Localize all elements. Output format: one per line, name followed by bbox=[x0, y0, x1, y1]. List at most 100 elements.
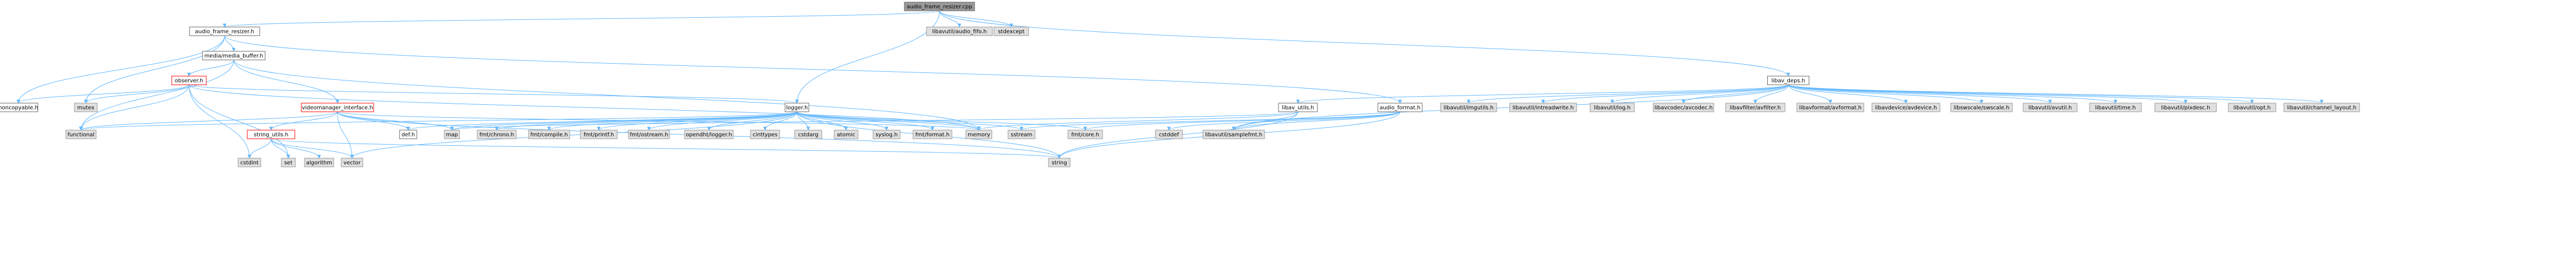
edge-string_utils-to-algorithm bbox=[271, 138, 321, 159]
node-box bbox=[904, 2, 975, 11]
edge-arrow bbox=[977, 111, 1299, 131]
edge-logger-to-vector bbox=[350, 111, 797, 159]
node-opt: libavutil/opt.h bbox=[2228, 103, 2276, 112]
edge-arrow bbox=[247, 138, 272, 159]
node-noncopyable[interactable]: noncopyable.h bbox=[0, 103, 38, 112]
edge-arrow bbox=[1232, 111, 1299, 131]
node-label: fmt/core.h bbox=[1071, 132, 1099, 138]
node-samplefmt: libavutil/samplefmt.h bbox=[1202, 130, 1265, 139]
edge-arrow bbox=[939, 10, 962, 28]
edge-arrow bbox=[224, 35, 1402, 104]
edge-libav_deps-to-avdevice bbox=[1788, 84, 1908, 104]
edge-string_utils-to-vector bbox=[271, 138, 354, 159]
node-vector: vector bbox=[341, 158, 363, 167]
edge-logger-to-map bbox=[450, 111, 797, 131]
edges-layer bbox=[16, 10, 2324, 159]
node-avutil: libavutil/avutil.h bbox=[2023, 103, 2078, 112]
node-box bbox=[1202, 130, 1265, 139]
node-label: cinttypes bbox=[753, 132, 777, 138]
node-label: algorithm bbox=[306, 160, 332, 166]
node-box bbox=[1950, 103, 2013, 112]
edge-arrow bbox=[1541, 84, 1789, 104]
edge-libav_utils-to-map bbox=[450, 111, 1299, 131]
edge-logger-to-cinttypes bbox=[763, 111, 797, 131]
node-label: libavutil/avutil.h bbox=[2029, 105, 2072, 111]
edge-arrow bbox=[647, 111, 797, 131]
edge-logger-to-opendht_logger bbox=[707, 111, 797, 131]
node-opendht-logger: opendht/logger.h bbox=[684, 130, 734, 139]
node-box bbox=[2154, 103, 2217, 112]
edge-observer-to-logger bbox=[188, 84, 799, 104]
edge-root-to-afr_h bbox=[223, 10, 940, 28]
edge-arrow bbox=[795, 10, 940, 104]
node-fmt-compile: fmt/compile.h bbox=[528, 130, 570, 139]
node-label: libavfilter/avfilter.h bbox=[1730, 105, 1781, 111]
edge-arrow bbox=[1788, 84, 1908, 104]
node-box bbox=[1653, 103, 1714, 112]
node-box bbox=[202, 51, 266, 60]
edge-logger-to-syslog bbox=[796, 111, 889, 131]
edge-arrow bbox=[1788, 84, 2324, 104]
node-label: cstdarg bbox=[798, 132, 818, 138]
edge-arrow bbox=[450, 111, 797, 131]
edge-libav_deps-to-imgutils bbox=[1466, 84, 1789, 104]
node-box bbox=[834, 130, 858, 139]
node-label: def.h bbox=[402, 132, 415, 138]
edge-arrow bbox=[84, 84, 190, 104]
node-label: audio_frame_resizer.h bbox=[195, 29, 254, 35]
edge-arrow bbox=[79, 111, 338, 131]
edge-arrow bbox=[1296, 84, 1789, 104]
edge-audio_format-to-samplefmt bbox=[1232, 111, 1401, 131]
node-afr-h[interactable]: audio_frame_resizer.h bbox=[189, 26, 260, 36]
node-cstddef: cstddef bbox=[1155, 130, 1183, 139]
edge-arrow bbox=[350, 111, 797, 159]
edge-afr_h-to-audio_format bbox=[224, 35, 1402, 104]
node-root[interactable]: audio_frame_resizer.cpp bbox=[904, 2, 975, 11]
node-fifo: libavutil/audio_fifo.h bbox=[926, 26, 993, 36]
node-observer[interactable]: observer.h bbox=[171, 76, 207, 85]
node-mutex: mutex bbox=[74, 103, 98, 112]
node-box bbox=[1767, 76, 1809, 85]
edge-root-to-libav_deps bbox=[939, 10, 1790, 77]
node-string-utils[interactable]: string_utils.h bbox=[247, 130, 295, 139]
node-label: string_utils.h bbox=[254, 132, 288, 138]
node-label: noncopyable.h bbox=[0, 105, 38, 111]
node-fmt-core: fmt/core.h bbox=[1067, 130, 1103, 139]
node-stdexcept: stdexcept bbox=[993, 26, 1029, 36]
node-channel-layout: libavutil/channel_layout.h bbox=[2283, 103, 2360, 112]
edge-arrow bbox=[796, 111, 848, 131]
edge-libav_deps-to-swscale bbox=[1788, 84, 1984, 104]
edge-arrow bbox=[188, 84, 799, 104]
edge-arrow bbox=[233, 59, 340, 104]
node-label: fmt/printf.h bbox=[584, 132, 614, 138]
node-box bbox=[912, 130, 952, 139]
node-logger[interactable]: logger.h bbox=[785, 103, 809, 112]
node-libav-deps[interactable]: libav_deps.h bbox=[1767, 76, 1809, 85]
edge-arrow bbox=[79, 59, 234, 131]
node-label: audio_frame_resizer.cpp bbox=[907, 4, 972, 10]
node-box bbox=[1725, 103, 1786, 112]
node-label: string bbox=[1052, 160, 1067, 166]
node-def-h[interactable]: def.h bbox=[399, 130, 417, 139]
node-label: fmt/chrono.h bbox=[479, 132, 514, 138]
node-box bbox=[171, 76, 207, 85]
node-box bbox=[2089, 103, 2142, 112]
edge-logger-to-fmt_printf bbox=[597, 111, 797, 131]
node-box bbox=[993, 26, 1029, 36]
node-string: string bbox=[1048, 158, 1071, 167]
node-avfilter: libavfilter/avfilter.h bbox=[1725, 103, 1786, 112]
node-box bbox=[2023, 103, 2078, 112]
edge-videomgr-to-def_h bbox=[337, 111, 410, 131]
node-media-buffer[interactable]: media/media_buffer.h bbox=[202, 51, 266, 60]
node-box bbox=[785, 103, 809, 112]
edge-arrow bbox=[796, 111, 889, 131]
node-label: libav_utils.h bbox=[1282, 105, 1314, 111]
edge-arrow bbox=[1681, 84, 1789, 104]
node-videomgr[interactable]: videomanager_interface.h bbox=[301, 103, 374, 112]
node-libav-utils[interactable]: libav_utils.h bbox=[1278, 103, 1318, 112]
node-box bbox=[1440, 103, 1497, 112]
node-label: set bbox=[284, 160, 292, 166]
node-fmt-ostream: fmt/ostream.h bbox=[628, 130, 670, 139]
node-audio-format[interactable]: audio_format.h bbox=[1377, 103, 1423, 112]
